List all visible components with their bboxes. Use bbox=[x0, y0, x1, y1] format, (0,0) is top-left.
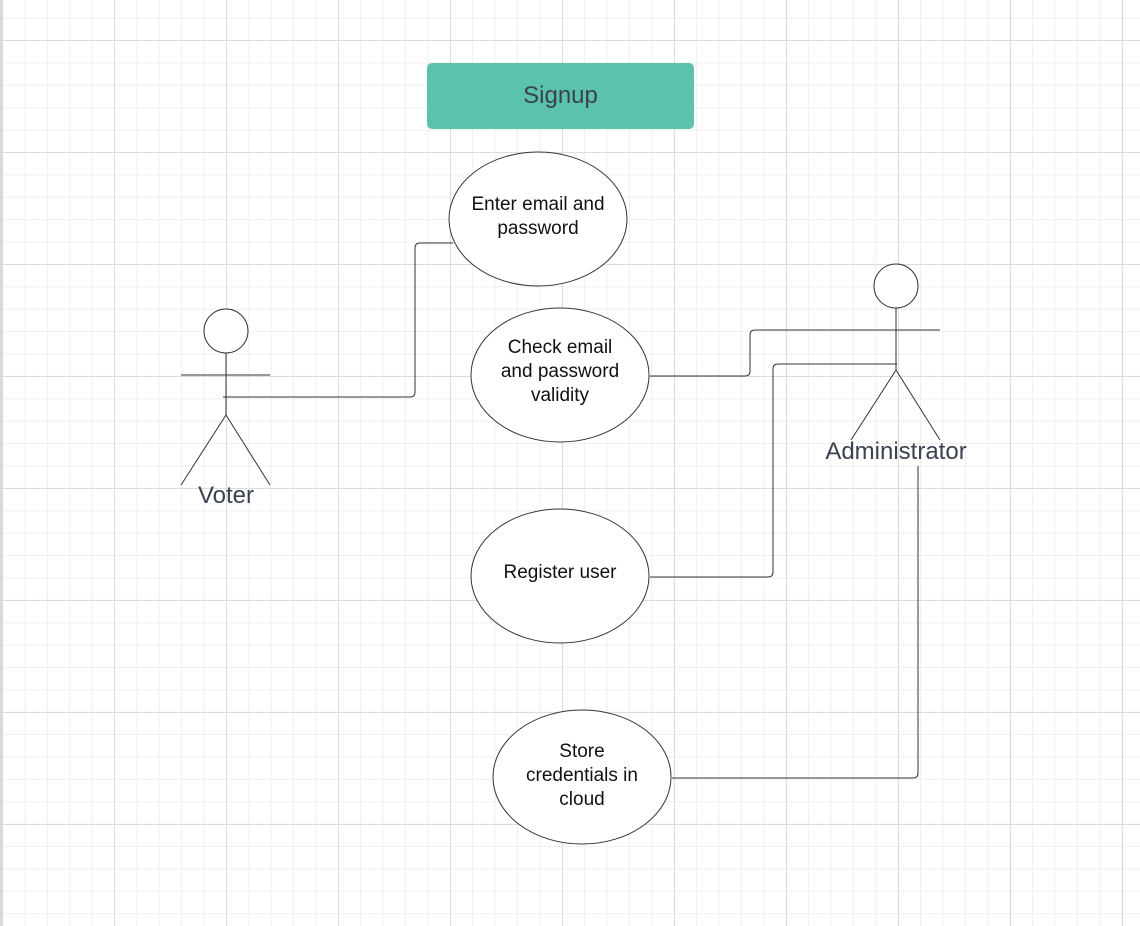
usecase-register-user-ellipse[interactable] bbox=[470, 508, 650, 644]
voter-head bbox=[203, 308, 249, 354]
diagram-title[interactable]: Signup bbox=[427, 63, 694, 129]
connector-voter-enter-credentials bbox=[223, 242, 453, 398]
voter-left-leg bbox=[180, 414, 227, 486]
usecase-check-validity-label: Check email and password validity bbox=[500, 337, 620, 406]
usecase-enter-credentials-ellipse[interactable] bbox=[448, 151, 628, 287]
administrator-actor-figure bbox=[850, 263, 941, 441]
usecase-store-credentials-ellipse[interactable] bbox=[492, 709, 672, 845]
administrator-left-leg bbox=[850, 369, 897, 441]
administrator-right-leg bbox=[895, 369, 941, 441]
usecase-store-credentials-label: Store credentials in cloud bbox=[526, 741, 638, 810]
usecase-enter-credentials-label: Enter email and password bbox=[471, 194, 605, 239]
usecase-check-validity-ellipse[interactable] bbox=[470, 307, 650, 443]
canvas-left-edge bbox=[0, 0, 3, 926]
actor-administrator-label: Administrator bbox=[825, 438, 967, 465]
voter-right-leg bbox=[225, 414, 271, 486]
usecase-register-user-label: Register user bbox=[503, 562, 617, 583]
actor-voter-label: Voter bbox=[197, 482, 255, 509]
connector-administrator-store-credentials bbox=[672, 466, 919, 779]
voter-actor-figure bbox=[180, 308, 271, 486]
administrator-head bbox=[873, 263, 919, 309]
connector-administrator-check-validity bbox=[650, 329, 940, 377]
connector-administrator-register-user bbox=[650, 363, 897, 578]
